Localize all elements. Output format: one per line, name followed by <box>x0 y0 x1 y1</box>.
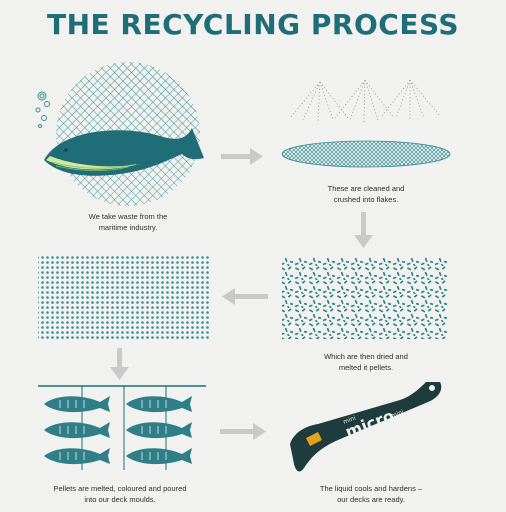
scooter-deck-illustration <box>290 382 442 472</box>
step3-caption-line1: Which are then dried and <box>324 352 408 361</box>
arrow-left-3 <box>222 288 268 305</box>
bubbles-icon <box>35 91 50 128</box>
step1-caption: We take waste from the maritime industry… <box>58 212 198 233</box>
arrow-right-1 <box>221 148 263 165</box>
step2-caption-line2: crushed into flakes. <box>333 194 399 204</box>
step1-caption-line1: We take waste from the <box>88 212 168 221</box>
whale-icon <box>44 128 204 176</box>
moulds-illustration <box>38 385 206 470</box>
step1-caption-line2: maritime industry. <box>98 222 158 232</box>
step4-caption-line1: Pellets are melted, coloured and poured <box>53 484 187 493</box>
flakes-icon <box>282 257 448 339</box>
step4-caption: Pellets are melted, coloured and poured … <box>36 484 204 505</box>
arrow-down-2 <box>354 212 373 248</box>
pellets-icon <box>38 254 210 340</box>
step5-caption-line1: The liquid cools and hardens – <box>319 484 423 493</box>
deck-tag-bottom: mini <box>390 409 405 420</box>
flattened-net-icon <box>281 140 451 168</box>
step2-caption: These are cleaned and crushed into flake… <box>296 184 436 205</box>
arrow-down-4 <box>110 348 129 380</box>
deck-tag-top: mini <box>342 415 357 426</box>
arrow-right-5 <box>220 423 266 440</box>
scooter-deck-icon <box>290 382 442 472</box>
step5-caption: The liquid cools and hardens – our decks… <box>296 484 446 505</box>
step2-illustration <box>281 79 451 168</box>
step4-caption-line2: into our deck moulds. <box>84 494 156 504</box>
step5-caption-line2: our decks are ready. <box>337 494 405 504</box>
fish-mould-icon <box>44 396 192 465</box>
step1-illustration <box>35 62 204 206</box>
step2-caption-line1: These are cleaned and <box>327 184 405 193</box>
step3-caption-line2: melted it pellets. <box>338 362 394 372</box>
grip-accent-icon <box>306 432 322 446</box>
step3-caption: Which are then dried and melted it pelle… <box>296 352 436 373</box>
page-title: THE RECYCLING PROCESS <box>46 8 460 41</box>
spray-icon <box>289 79 441 123</box>
